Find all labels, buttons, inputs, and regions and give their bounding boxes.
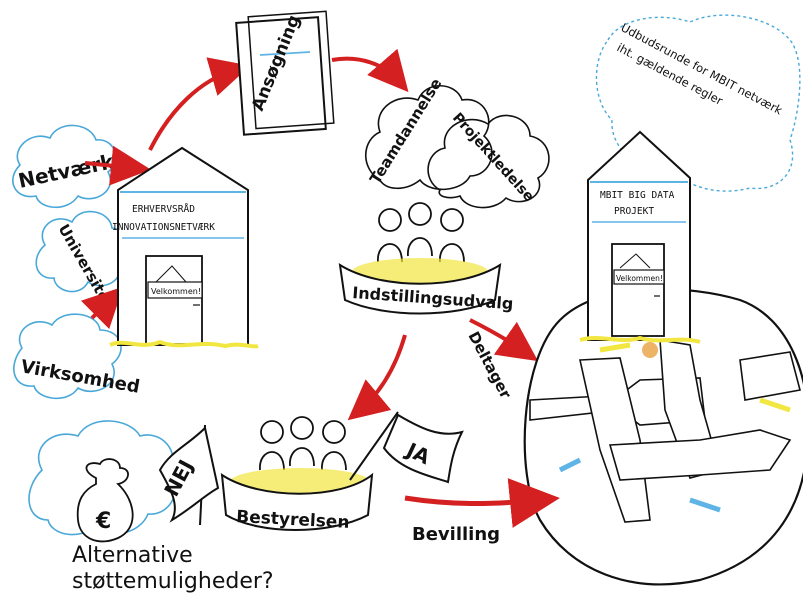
house-left: ERHVERVSRÅD INNOVATIONSNETVÆRK Velkommen… (109, 146, 259, 349)
document-ansogning: Ansøgning (235, 10, 335, 136)
door-sign-right: Velkommen! (616, 274, 663, 283)
money-symbol: € (95, 509, 111, 534)
group-bestyrelsen: Bestyrelsen (220, 416, 374, 533)
house-left-line1: ERHVERVSRÅD (132, 203, 195, 215)
cloud-alternative: € (28, 420, 177, 543)
circle-collaboration (523, 287, 803, 586)
people-bestyrelsen (259, 416, 347, 471)
hands-icon (529, 339, 801, 523)
label-universitet: Universitet (55, 221, 118, 311)
people-indstilling (377, 202, 465, 263)
arrow-to-ansogning (148, 57, 251, 151)
arrow-to-bestyrelsen (347, 334, 407, 421)
flag-ja: JA (349, 411, 464, 484)
alternative-line2: støttemuligheder? (72, 569, 274, 594)
alternative-line1: Alternative (72, 543, 193, 568)
door-sign-left: Velkommen! (151, 287, 201, 296)
house-right: MBIT BIG DATA PROJEKT Velkommen! (579, 130, 701, 344)
house-right-line1: MBIT BIG DATA (600, 190, 675, 201)
flag-nej: NEJ (158, 424, 220, 526)
arrow-virksomhed (80, 286, 124, 330)
house-left-line2: INNOVATIONSNETVÆRK (112, 222, 215, 233)
label-teamdannelse: Teamdannelse (366, 75, 445, 187)
house-right-line2: PROJEKT (614, 206, 654, 217)
label-projektledelse: Projektledelse (449, 110, 537, 205)
label-bevilling: Bevilling (412, 524, 500, 545)
group-indstillingsudvalg: Indstillingsudvalg (338, 202, 514, 315)
arrow-to-team (331, 48, 409, 93)
arrow-netvaerk (84, 145, 151, 186)
cloud-right-line1: Udbudsrunde for MBIT netværk (619, 20, 785, 117)
money-bag-icon: € (76, 458, 134, 543)
arrow-deltager (469, 318, 539, 362)
house-right-door (611, 243, 665, 337)
cloud-projektledelse: Projektledelse (427, 110, 550, 209)
label-netvaerk: Netværk (16, 149, 117, 193)
house-left-door (145, 255, 203, 345)
arrow-bevilling (404, 478, 560, 528)
